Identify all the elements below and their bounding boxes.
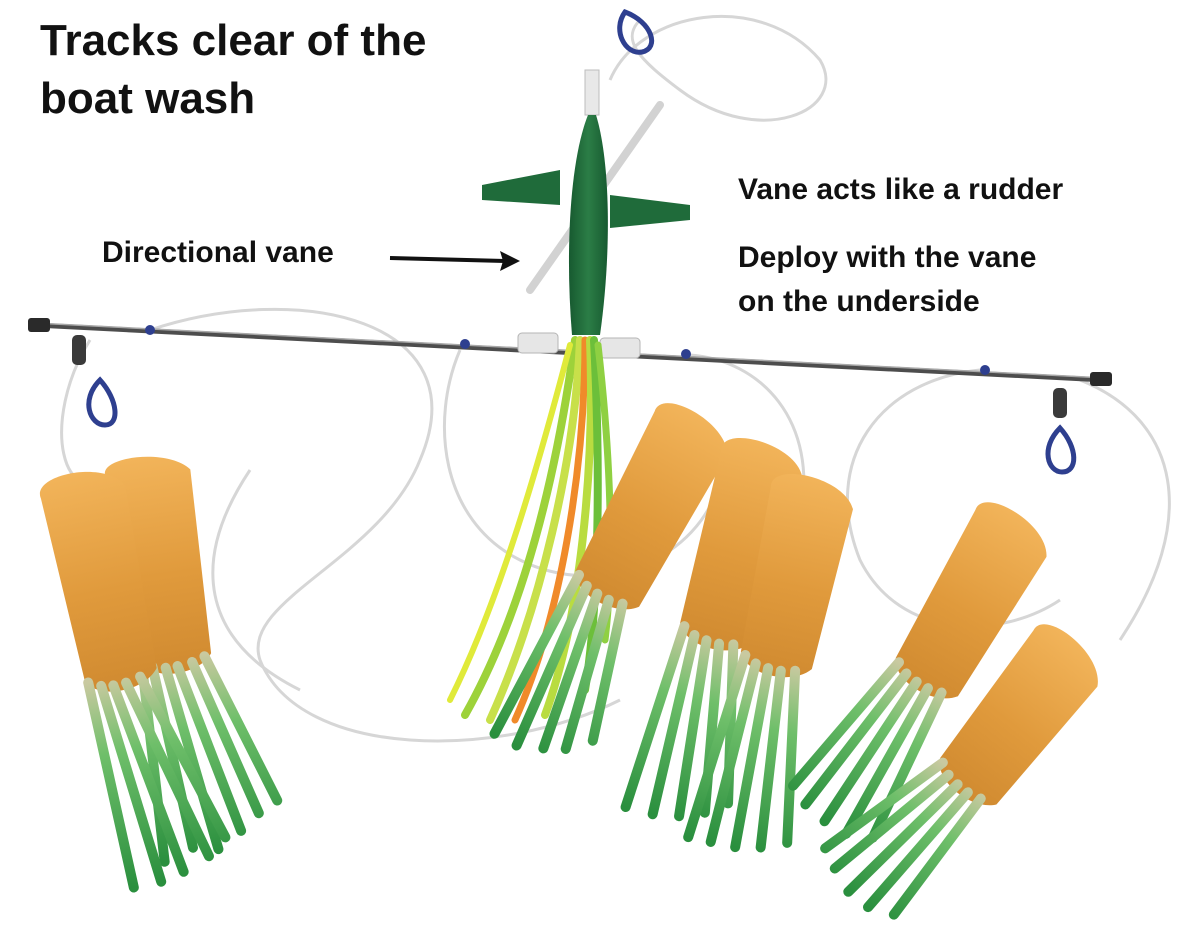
title-line-1: Tracks clear of the — [40, 16, 427, 65]
squid-left-back — [105, 456, 283, 867]
title-line-2: boat wash — [40, 74, 256, 123]
arrow-icon — [389, 251, 520, 271]
squid-center-1 — [489, 403, 728, 754]
page-title: Tracks clear of the boat wash — [40, 12, 426, 128]
squid-right-2 — [820, 624, 1098, 920]
deploy-note-line-2: on the underside — [738, 285, 980, 318]
leader-lines — [60, 14, 1171, 743]
deploy-note-line-1: Deploy with the vane — [738, 241, 1037, 274]
squid-right-1 — [788, 502, 1047, 843]
rudder-note: Vane acts like a rudder — [738, 173, 1064, 206]
directional-vane-label: Directional vane — [102, 236, 334, 269]
squid-center-3 — [683, 473, 853, 853]
swivels — [72, 8, 1077, 475]
squid-left-front — [40, 471, 231, 893]
deploy-note: Deploy with the vane on the underside — [738, 236, 1036, 324]
